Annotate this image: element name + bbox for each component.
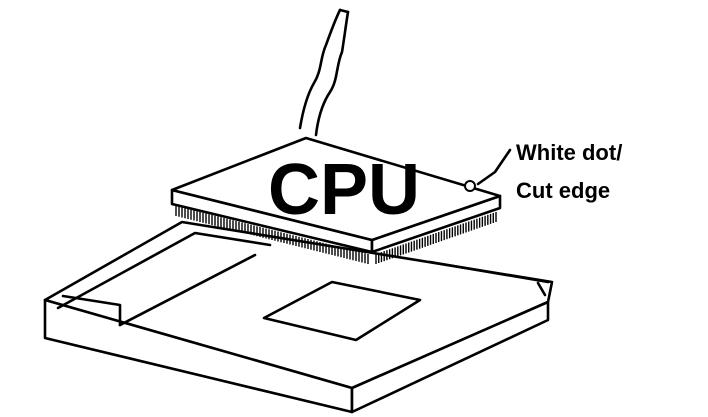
callout-line-1: White dot/	[516, 140, 622, 165]
cpu-label: CPU	[268, 150, 420, 230]
lever-arm-tip	[340, 10, 348, 12]
socket-lever	[300, 10, 348, 135]
socket	[45, 222, 552, 412]
callout-leader	[478, 150, 510, 184]
callout-line-2: Cut edge	[516, 178, 610, 203]
white-dot-marker	[465, 181, 475, 191]
